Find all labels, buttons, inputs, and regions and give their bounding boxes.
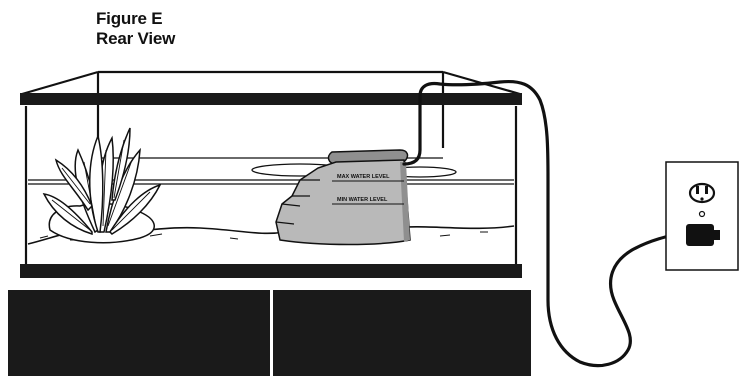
outlet-faceplate bbox=[665, 161, 739, 271]
stand-left-door bbox=[8, 290, 270, 376]
wall-outlet bbox=[665, 161, 739, 271]
max-water-level-label: MAX WATER LEVEL bbox=[337, 174, 390, 180]
figure-caption: Figure E Rear View bbox=[96, 9, 175, 49]
aquarium-stand bbox=[8, 290, 531, 376]
figure-view-label: Rear View bbox=[96, 29, 176, 48]
tank-bottom-rim bbox=[20, 264, 522, 278]
min-water-level-label: MIN WATER LEVEL bbox=[337, 197, 388, 203]
tank-frame bbox=[21, 70, 521, 266]
figure-label: Figure E bbox=[96, 9, 163, 28]
power-cord bbox=[402, 79, 688, 368]
outlet-screw bbox=[698, 210, 706, 218]
filter-unit: MAX WATER LEVEL MIN WATER LEVEL bbox=[275, 149, 411, 246]
tank-top-rim bbox=[20, 93, 522, 105]
aquarium-plant bbox=[42, 127, 162, 244]
power-plug bbox=[686, 224, 714, 246]
stand-right-door bbox=[273, 290, 531, 376]
